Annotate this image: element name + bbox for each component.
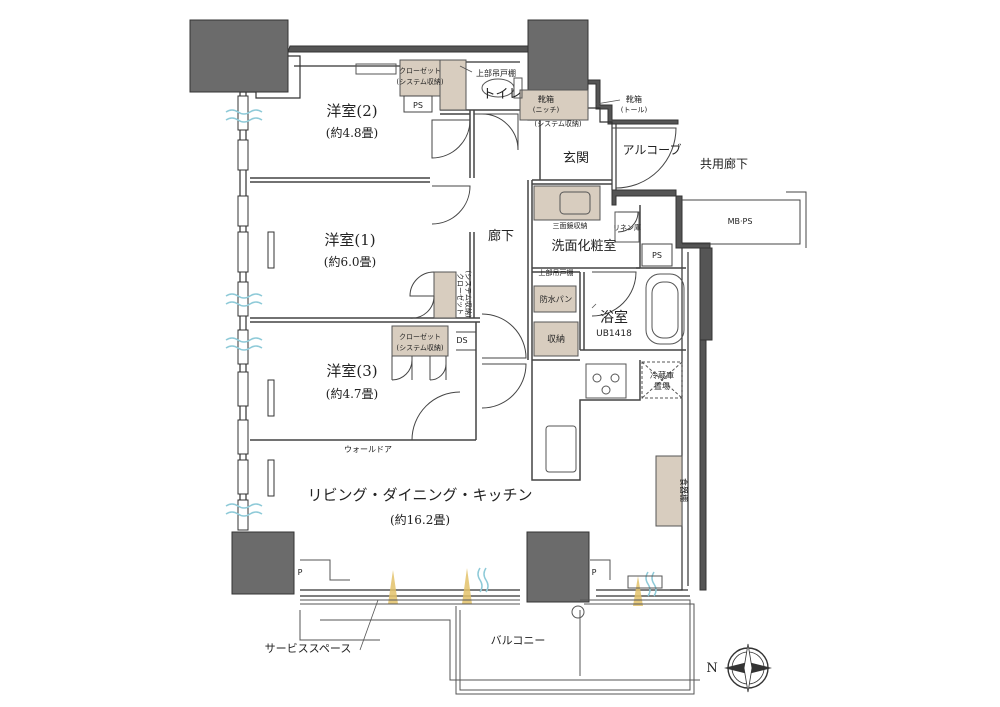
closet-western3	[391, 325, 449, 357]
west-window-bars	[237, 95, 275, 531]
north-compass	[724, 643, 772, 693]
ps-box	[641, 243, 673, 267]
mb-ps-label: MB·PS	[728, 217, 753, 226]
shoe-box-tall-line2: (トール)	[621, 106, 648, 114]
room-size-western1: (約6.0畳)	[324, 254, 376, 269]
room-label-washroom: 洗面化粧室	[551, 238, 616, 254]
closet-w1-line2: (システム収納)	[464, 270, 473, 318]
north-label: N	[706, 661, 717, 676]
outer-walls	[239, 55, 690, 597]
room-label-balcony: バルコニー	[491, 634, 546, 647]
closet-w2-line2: (システム収納)	[396, 77, 444, 86]
bathtub	[645, 273, 685, 345]
kitchen-sink	[545, 425, 577, 473]
burner	[610, 373, 620, 383]
waterproof-pan-label: 防水パン	[540, 294, 572, 304]
bathtub-inner	[651, 281, 679, 339]
ps-label-w2: PS	[413, 101, 423, 110]
fridge-label-line2: 置場	[654, 381, 670, 391]
column-bottom-left	[231, 531, 295, 595]
waterproof-pan	[533, 285, 577, 313]
upper-shelf-wash: 上部吊戸棚	[539, 268, 574, 277]
ds-label: DS	[456, 336, 467, 345]
room-label-corridor: 廊下	[488, 228, 514, 244]
fridge-space	[641, 361, 683, 399]
fixtures	[355, 63, 685, 619]
burner	[601, 385, 611, 395]
bath-model: UB1418	[596, 329, 632, 339]
room-size-western2: (約4.8畳)	[326, 125, 378, 140]
room-label-common-corridor: 共用廊下	[700, 156, 748, 171]
storage-label: 収納	[547, 333, 565, 345]
wash-basin	[559, 191, 591, 215]
room-label-ldk: リビング・ダイニング・キッチン	[307, 486, 532, 504]
toilet-upper-shelf	[439, 59, 467, 111]
room-size-ldk: (約16.2畳)	[390, 512, 450, 527]
room-label-alcove: アルコーブ	[623, 142, 682, 157]
linen-label: リネン庫	[613, 223, 641, 232]
drain	[571, 605, 585, 619]
room-label-service-space: サービススペース	[265, 642, 352, 655]
storage-blocks	[391, 59, 683, 527]
room-label-western1: 洋室(1)	[324, 231, 375, 249]
leader-lines	[359, 65, 621, 651]
door-swings	[391, 113, 677, 441]
closet-w1-line1: クローゼット	[456, 273, 465, 315]
upper-shelf-toilet: 上部吊戸棚	[476, 68, 516, 78]
room-label-western3: 洋室(3)	[326, 362, 377, 380]
room-size-western3: (約4.7畳)	[326, 386, 378, 401]
column-bottom-middle	[526, 531, 590, 603]
light-cones	[388, 568, 643, 606]
balcony-lines	[299, 559, 700, 695]
room-label-toilet: トイレ	[482, 87, 521, 102]
wall-door-label: ウォールドア	[344, 445, 392, 454]
storage-cabinet	[533, 321, 579, 357]
structural-columns	[189, 19, 590, 603]
ps-box-w2	[403, 95, 433, 113]
common-corridor-area	[403, 95, 807, 351]
shoe-box-niche	[519, 89, 589, 121]
shelf	[355, 63, 397, 75]
closet-w2-line1: クローゼット	[399, 66, 441, 75]
burner	[592, 373, 602, 383]
shoe-box-tall-line1: 靴箱	[626, 94, 642, 104]
column-top-left	[189, 19, 289, 93]
closet-western1	[433, 271, 457, 319]
room-label-western2: 洋室(2)	[326, 102, 377, 120]
closet-w3-line1: クローゼット	[399, 332, 441, 341]
closet-w3-line2: (システム収納)	[396, 343, 444, 352]
pantry-label: 食器棚	[679, 478, 689, 502]
triple-mirror-label: 三面鏡収納	[553, 221, 588, 230]
linen-cabinet	[614, 211, 640, 243]
shoe-box-niche-line1: 靴箱	[538, 94, 554, 104]
pantry-shelf	[655, 455, 683, 527]
closet-western2	[399, 59, 441, 97]
shoe-box-system: (システム収納)	[534, 119, 582, 128]
labels: 洋室(2) (約4.8畳) 洋室(1) (約6.0畳) 洋室(3) (約4.7畳…	[265, 66, 753, 676]
room-label-entrance: 玄関	[563, 151, 589, 166]
fridge-label-line1: 冷蔵庫	[650, 370, 674, 380]
exterior-wall-hatch	[287, 45, 713, 591]
room-label-bathroom: 浴室	[600, 309, 628, 326]
shoe-box-niche-line2: (ニッチ)	[533, 106, 560, 114]
p-label-left: P	[298, 568, 303, 577]
ps-label-wash: PS	[652, 251, 662, 260]
toilet-tank	[513, 77, 523, 99]
ac-unit	[627, 575, 663, 589]
cooktop	[585, 363, 627, 399]
p-label-right: P	[592, 568, 597, 577]
